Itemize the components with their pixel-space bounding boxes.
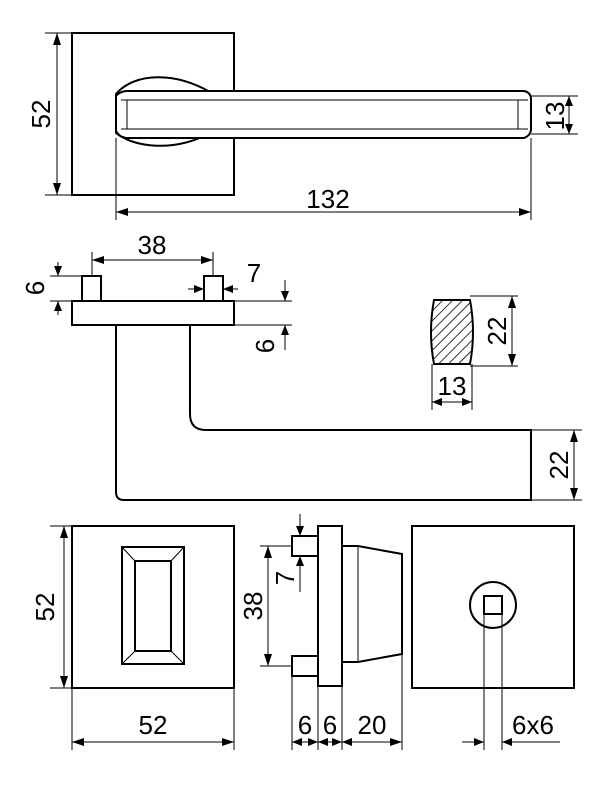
lever-side-view: 38 6 7 6	[20, 230, 582, 501]
dim-label-38-pins: 38	[138, 230, 167, 260]
dim-pin-spacing: 38	[91, 230, 214, 276]
side-plate	[317, 525, 343, 687]
base-plate	[71, 300, 235, 326]
dim-side-depths: 6 6 20	[291, 654, 403, 750]
dim-lever-end-height: 22	[531, 429, 582, 501]
spindle-square	[483, 595, 503, 615]
lever-arm	[115, 90, 532, 139]
dim-pin-width: 7	[188, 258, 261, 293]
dim-label-6x6: 6x6	[512, 710, 554, 740]
dim-rose-height-top: 52	[26, 32, 72, 196]
side-pin-top	[291, 535, 319, 557]
dim-spindle-size: 6x6	[462, 710, 560, 746]
section-hatched-shape	[430, 299, 474, 365]
rose-plate-bottom	[71, 525, 235, 689]
dim-plate-thickness: 6	[234, 280, 292, 353]
dim-label-52-bottom-v: 52	[30, 593, 60, 622]
back-rose-view: 6x6	[411, 525, 575, 750]
rose-plate-back	[411, 525, 575, 689]
dim-label-52-bottom-h: 52	[139, 710, 168, 740]
dim-side-pin-width: 7	[270, 514, 304, 592]
spindle-hole-circle	[469, 581, 517, 629]
dim-rose-height-bottom: 52	[30, 525, 72, 689]
dim-label-6-plate: 6	[250, 339, 280, 353]
dim-label-7-side: 7	[270, 571, 300, 585]
dim-section-height: 22	[470, 295, 518, 367]
dim-section-width: 13	[431, 364, 473, 410]
pin-left	[81, 275, 102, 302]
dim-rose-width-bottom: 52	[71, 688, 235, 750]
top-view: 52 13 132	[26, 32, 578, 220]
dim-label-38-side: 38	[238, 592, 268, 621]
dim-label-7-pin: 7	[247, 258, 261, 288]
thumbturn-rose-front: 52 52	[30, 525, 235, 750]
dim-label-20-depth: 20	[358, 710, 387, 740]
dim-label-6-depth-2: 6	[323, 710, 337, 740]
pin-right	[203, 275, 224, 302]
dim-label-6-pin: 6	[20, 281, 50, 295]
dim-label-22-section: 22	[482, 317, 512, 346]
lever-cross-section: 22 13	[430, 295, 518, 410]
side-thumbturn-body	[342, 545, 403, 663]
dim-lever-thickness: 13	[531, 95, 578, 135]
dim-side-pin-spacing: 38	[238, 545, 292, 667]
dim-label-132: 132	[306, 184, 349, 214]
lever-l-profile	[115, 325, 532, 501]
thumbturn-side-view: 38 7 6 6 20	[238, 514, 403, 750]
side-pin-bottom	[291, 655, 319, 677]
thumbturn-outer	[121, 546, 185, 665]
dim-label-52-top: 52	[26, 100, 56, 129]
dim-label-13-section: 13	[438, 371, 467, 401]
dim-label-22-end: 22	[544, 451, 574, 480]
dim-label-6-depth-1: 6	[298, 710, 312, 740]
dim-label-13-lever: 13	[540, 102, 570, 131]
thumbturn-inner	[134, 560, 172, 652]
dim-lever-length: 132	[115, 138, 532, 220]
dim-pin-height: 6	[20, 262, 82, 315]
